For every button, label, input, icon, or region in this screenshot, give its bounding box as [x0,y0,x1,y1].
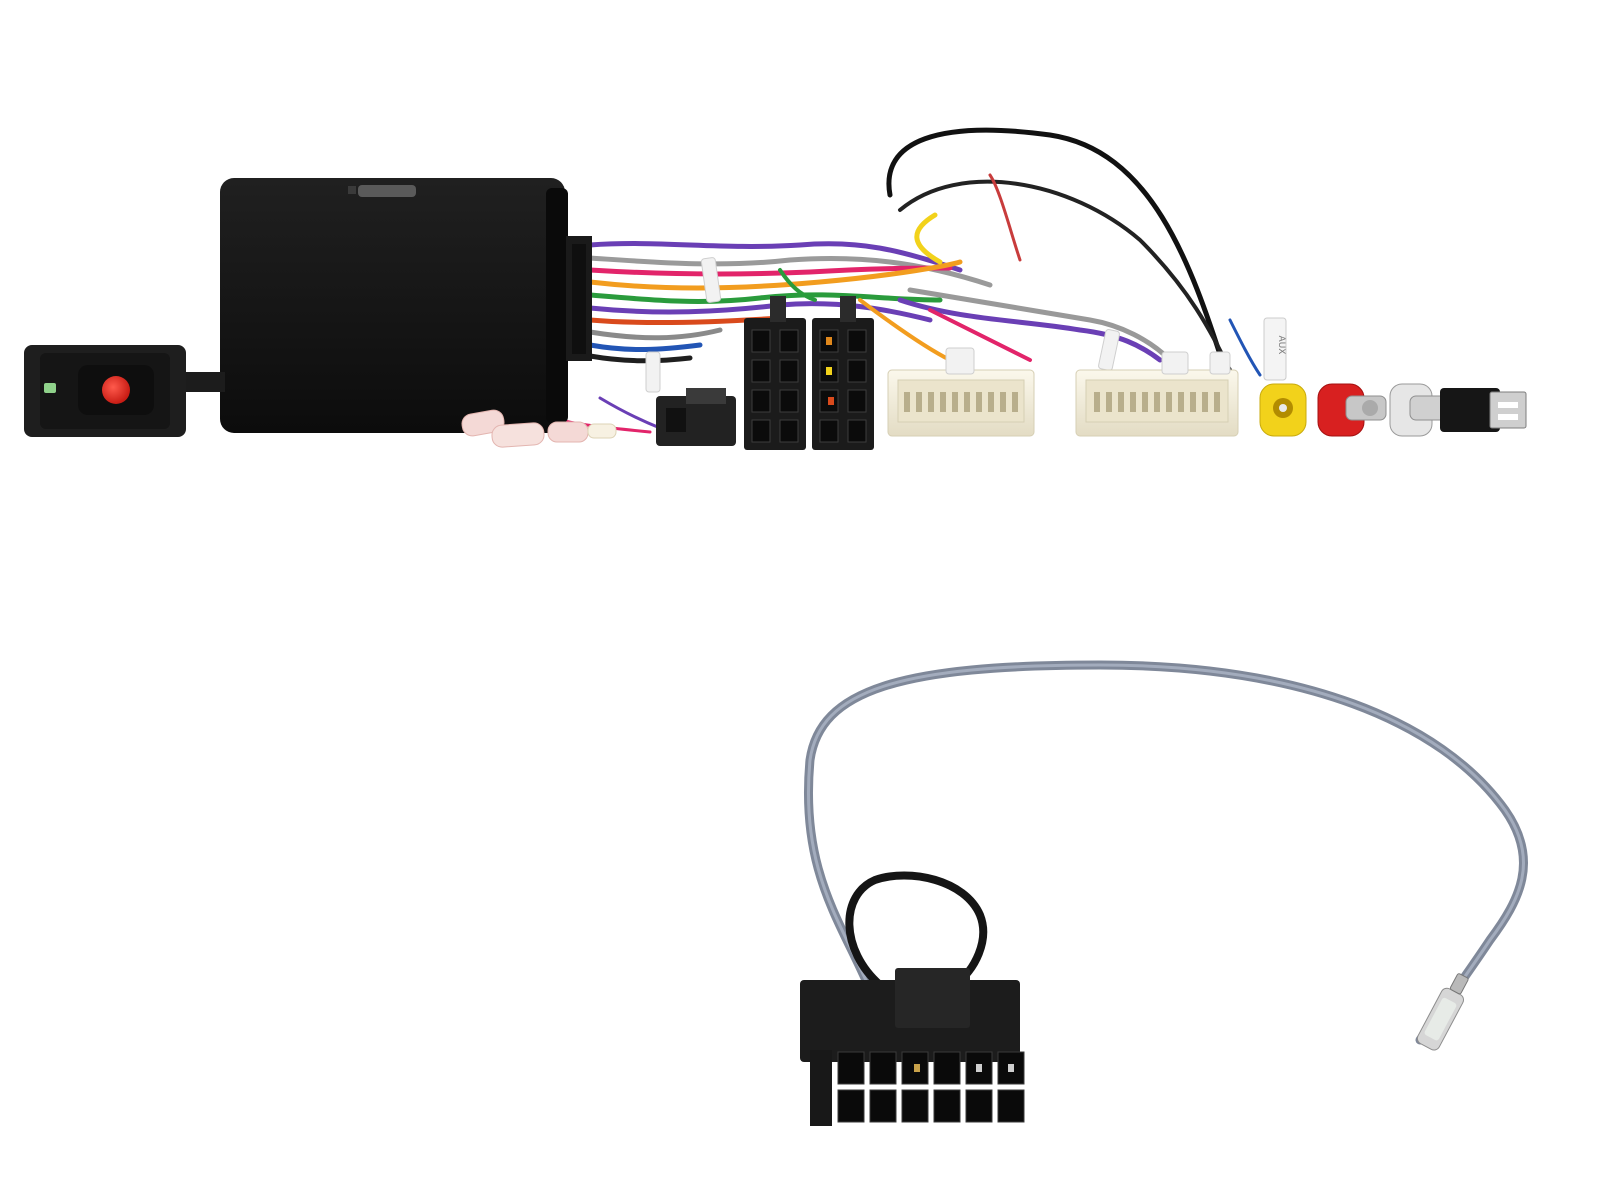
led-remote-sensor [24,345,225,437]
mini-connector [645,351,736,446]
oem-connector-left [887,347,1035,437]
red-button-icon [102,376,130,404]
rca-plugs [1259,383,1447,437]
led-indicator-icon [44,383,56,393]
interface-module-box [220,178,592,433]
patch-lead-with-12-pin-plug [800,660,1529,1126]
oem-connector-right [1075,351,1239,437]
aux-label-tag: AUX [1263,317,1287,381]
spade-terminals [461,409,617,448]
usb-plug [1440,388,1527,432]
wire-harness-bundle [558,127,1262,434]
aux-label: AUX [1276,336,1286,355]
iso-connector-pair [744,296,874,450]
